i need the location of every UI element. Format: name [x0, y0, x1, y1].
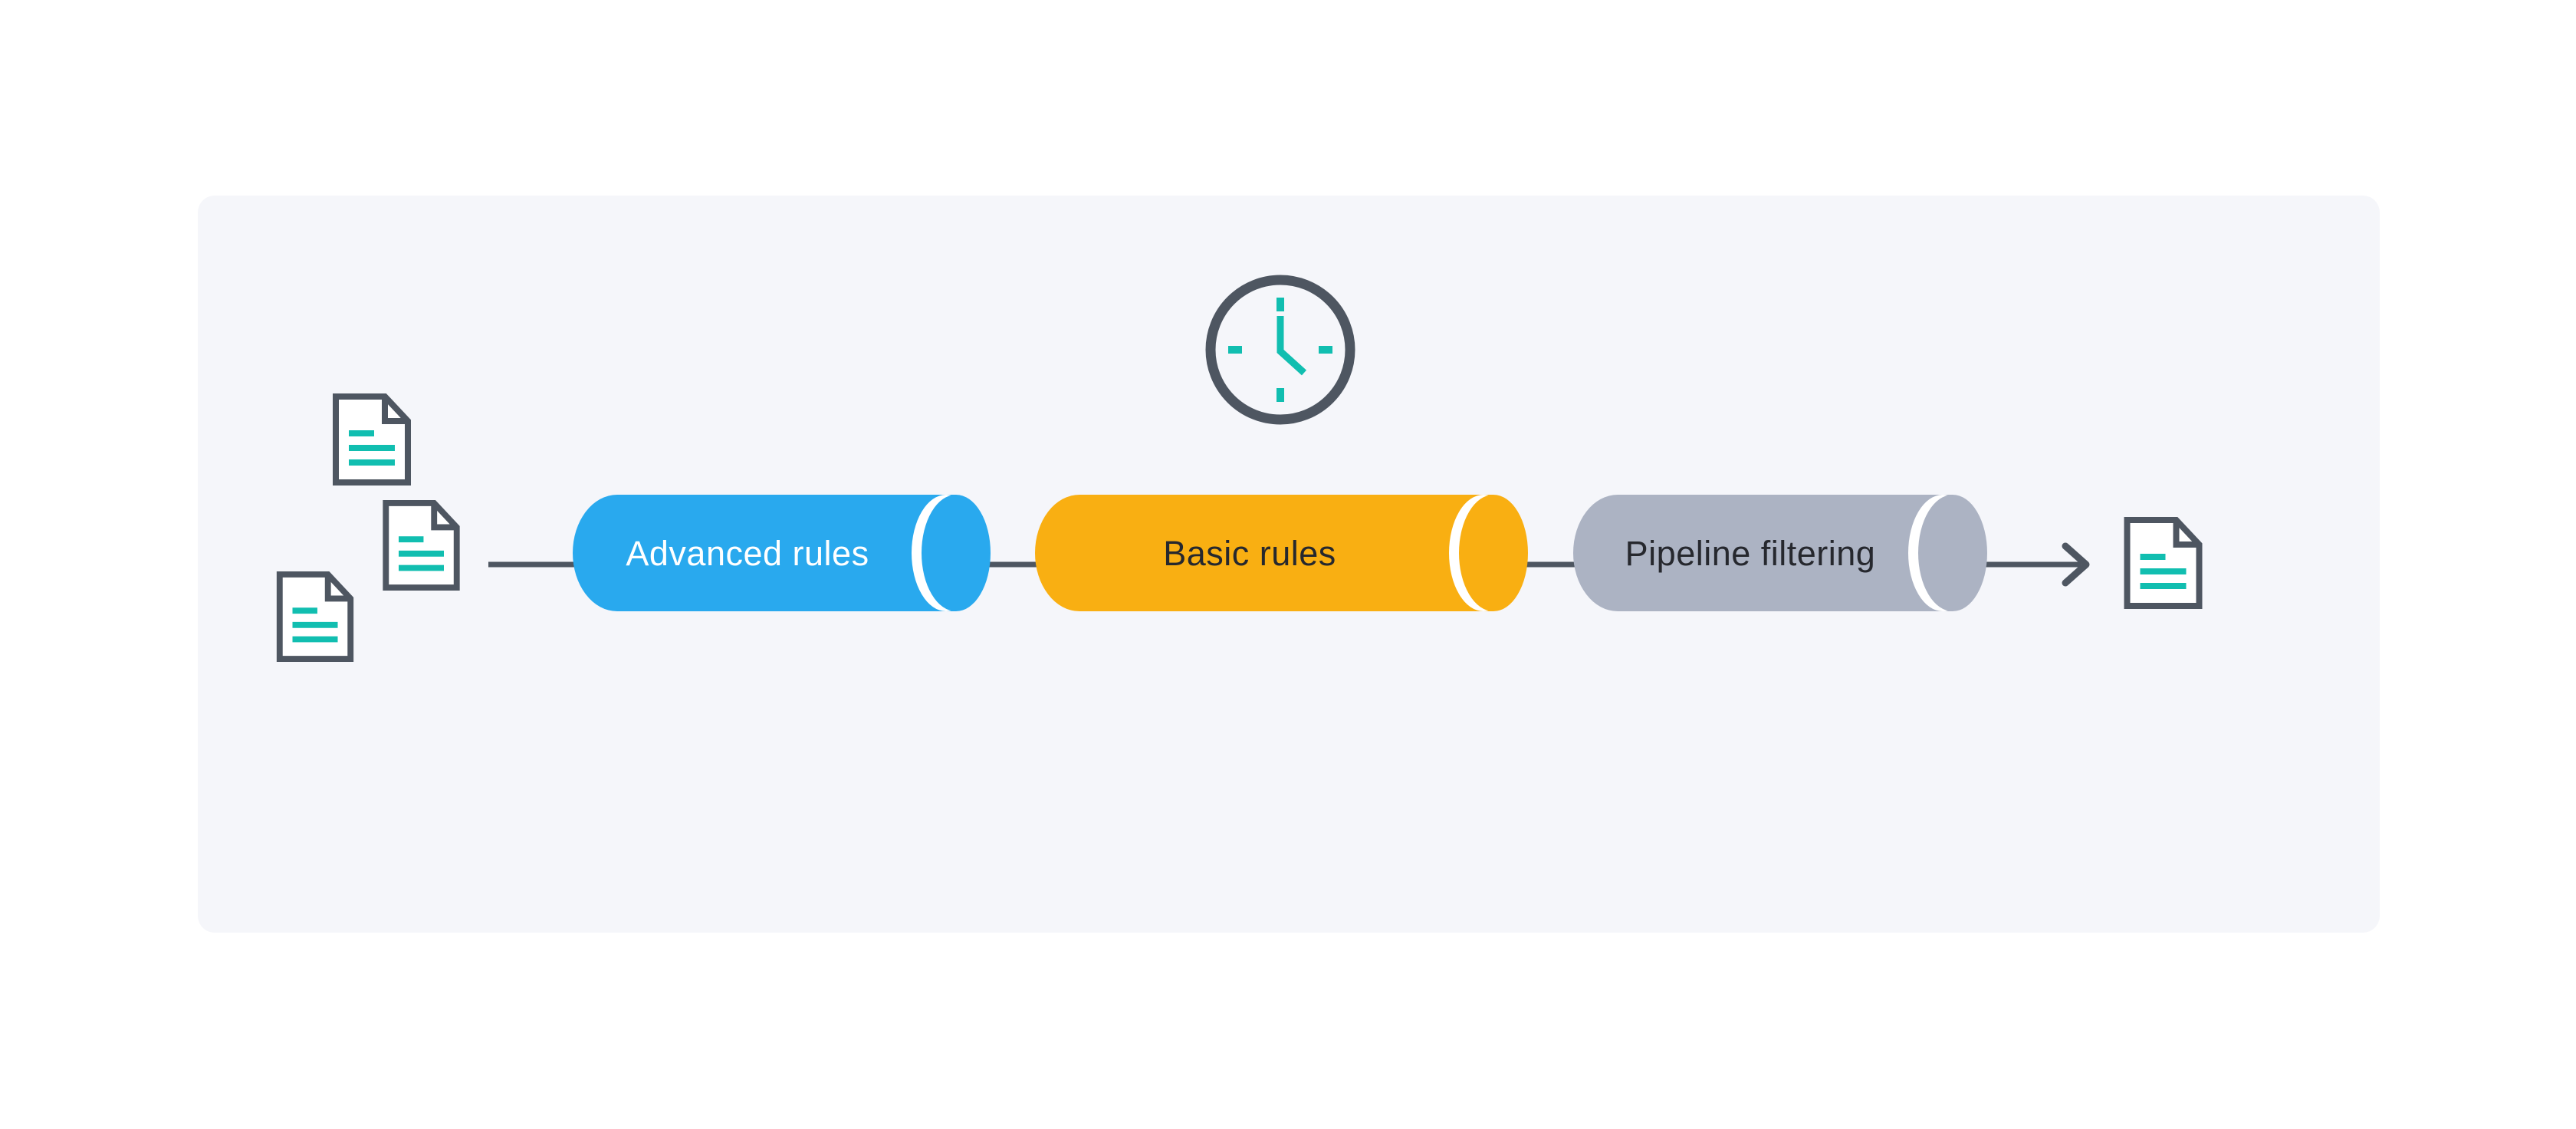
cylinder-body	[1035, 495, 1493, 611]
stage-pipeline-filtering: Pipeline filtering	[1573, 495, 1987, 611]
cylinder-body	[1573, 495, 1953, 611]
stage-label: Basic rules	[1163, 534, 1336, 573]
document-icon	[386, 503, 456, 588]
cylinder-end-cap	[1459, 495, 1528, 611]
cylinder-end-cap	[1918, 495, 1987, 611]
stage-label: Advanced rules	[626, 534, 869, 573]
stage-advanced-rules: Advanced rules	[573, 495, 991, 611]
cylinder-end-cap	[922, 495, 991, 611]
clock-hands	[1276, 316, 1307, 376]
output-documents	[2128, 520, 2200, 606]
arrow-right-icon	[2062, 542, 2090, 587]
clock-ring	[1205, 275, 1355, 425]
stage-basic-rules: Basic rules	[1035, 495, 1528, 611]
document-icon	[2128, 520, 2200, 606]
clock-icon	[1205, 275, 1355, 425]
stage-label: Pipeline filtering	[1625, 534, 1876, 573]
document-icon	[336, 397, 408, 482]
document-icon	[280, 574, 350, 659]
cylinder-body	[573, 495, 956, 611]
